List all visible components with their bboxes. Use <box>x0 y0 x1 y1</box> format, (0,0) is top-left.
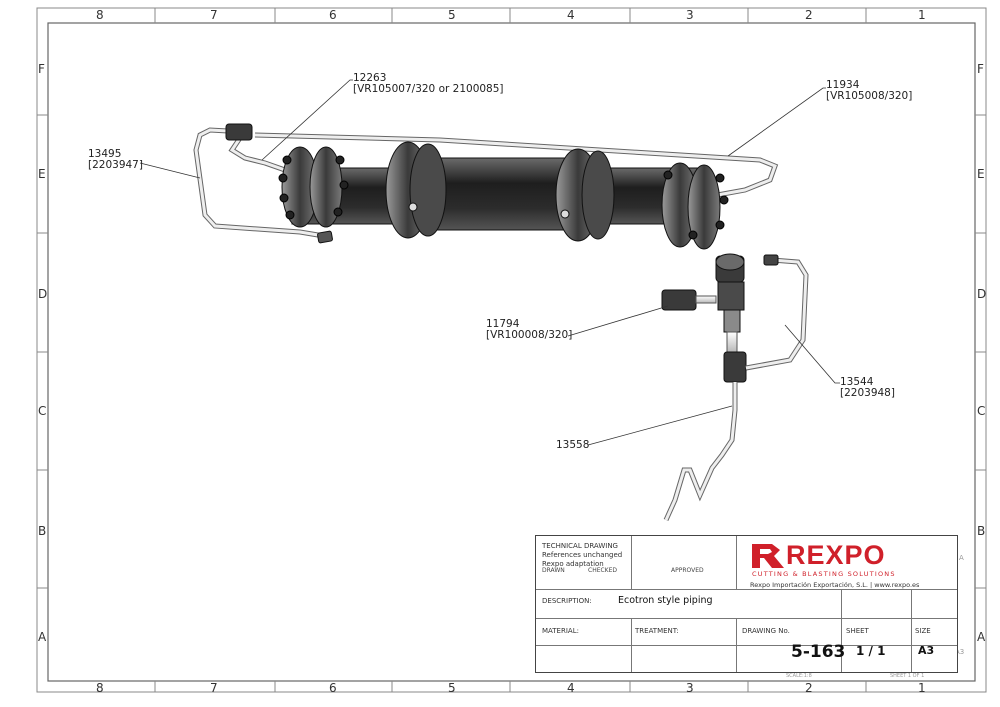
rexpo-wordmark: REXPO <box>786 540 886 570</box>
tb-approved: APPROVED <box>671 567 704 574</box>
leader-lines <box>139 79 840 446</box>
tb-checked: CHECKED <box>588 567 618 574</box>
zone-row-d-left: D <box>38 287 48 301</box>
zone-row-f-right: F <box>977 62 984 76</box>
tb-references: References unchanged <box>542 551 623 559</box>
title-block: TECHNICAL DRAWING References unchanged R… <box>535 535 958 673</box>
valve-assembly <box>661 253 747 383</box>
zone-row-f-left: F <box>38 62 45 76</box>
callout-12263-number: 12263 <box>353 72 387 84</box>
zone-col-1-bottom: 1 <box>918 681 926 695</box>
callout-13495-reference: [2203947] <box>88 159 143 171</box>
zone-col-5-bottom: 5 <box>448 681 456 695</box>
tb-treatment-label: TREATMENT: <box>635 627 679 635</box>
callout-11794: 11794 [VR100008/320] <box>486 319 572 341</box>
fitting-12263 <box>225 123 253 141</box>
ghost-sheet: SHEET 1 OF 1 <box>890 673 925 679</box>
zone-col-7-bottom: 7 <box>210 681 218 695</box>
zone-col-2-bottom: 2 <box>805 681 813 695</box>
callout-13495: 13495 [2203947] <box>88 149 143 171</box>
rexpo-company-line: Rexpo Importación Exportación, S.L. | ww… <box>750 581 920 589</box>
tb-adaptation: Rexpo adaptation <box>542 560 604 568</box>
callout-13544-reference: [2203948] <box>840 387 895 399</box>
zone-row-c-right: C <box>977 404 986 418</box>
callout-11934: 11934 [VR105008/320] <box>826 80 912 102</box>
zone-col-3-top: 3 <box>686 8 694 22</box>
zone-col-4-top: 4 <box>567 8 575 22</box>
zone-row-e-left: E <box>38 167 46 181</box>
tb-sheet-value: 1 / 1 <box>856 644 886 658</box>
callout-13558: 13558 <box>556 440 589 451</box>
callout-13544-number: 13544 <box>840 376 874 388</box>
callout-13495-number: 13495 <box>88 148 122 160</box>
zone-col-4-bottom: 4 <box>567 681 575 695</box>
callout-13544: 13544 [2203948] <box>840 377 895 399</box>
cylinder-assembly <box>278 141 729 250</box>
rexpo-r-mark-icon <box>752 544 784 568</box>
callout-11794-reference: [VR100008/320] <box>486 329 573 341</box>
rexpo-tagline: CUTTING & BLASTING SOLUTIONS <box>752 570 896 578</box>
tb-drawing-no-label: DRAWING No. <box>742 627 790 635</box>
sheet-frame <box>36 7 987 693</box>
callout-11794-number: 11794 <box>486 318 520 330</box>
zone-col-2-top: 2 <box>805 8 813 22</box>
tb-drawing-number: 5-163 <box>791 642 846 662</box>
pipe-13495 <box>193 127 331 240</box>
zone-col-8-bottom: 8 <box>96 681 104 695</box>
pipe-13558 <box>663 382 738 522</box>
zone-row-c-left: C <box>38 404 47 418</box>
zone-col-5-top: 5 <box>448 8 456 22</box>
callout-12263: 12263 [VR105007/320 or 2100085] <box>353 73 504 95</box>
callout-13558-number: 13558 <box>556 439 590 451</box>
tb-size-label: SIZE <box>915 627 931 635</box>
zone-row-b-right: B <box>977 524 986 538</box>
tb-technical-drawing: TECHNICAL DRAWING <box>542 542 618 550</box>
zone-row-d-right: D <box>977 287 987 301</box>
zone-row-b-left: B <box>38 524 47 538</box>
tb-description-value: Ecotron style piping <box>618 595 713 606</box>
callout-11934-reference: [VR105008/320] <box>826 90 913 102</box>
pipe-13544 <box>745 257 809 371</box>
tb-sheet-label: SHEET <box>846 627 869 635</box>
tb-size-value: A3 <box>918 644 935 657</box>
ghost-size-label: A3 <box>955 648 965 656</box>
tb-description-label: DESCRIPTION: <box>542 597 592 605</box>
ghost-scale: SCALE:1:8 <box>786 673 812 679</box>
zone-row-a-right: A <box>977 630 986 644</box>
callout-12263-reference: [VR105007/320 or 2100085] <box>353 83 504 95</box>
zone-col-6-top: 6 <box>329 8 337 22</box>
zone-col-7-top: 7 <box>210 8 218 22</box>
zone-col-8-top: 8 <box>96 8 104 22</box>
tb-drawn: DRAWN <box>542 567 565 574</box>
zone-row-e-right: E <box>977 167 985 181</box>
ghost-corner-letter: A <box>959 554 964 562</box>
callout-11934-number: 11934 <box>826 79 860 91</box>
zone-col-1-top: 1 <box>918 8 926 22</box>
zone-col-3-bottom: 3 <box>686 681 694 695</box>
zone-col-6-bottom: 6 <box>329 681 337 695</box>
rexpo-logo: REXPO CUTTING & BLASTING SOLUTIONS Rexpo… <box>750 540 950 590</box>
zone-row-a-left: A <box>38 630 47 644</box>
pipe-11934 <box>228 132 779 199</box>
tb-material-label: MATERIAL: <box>542 627 579 635</box>
